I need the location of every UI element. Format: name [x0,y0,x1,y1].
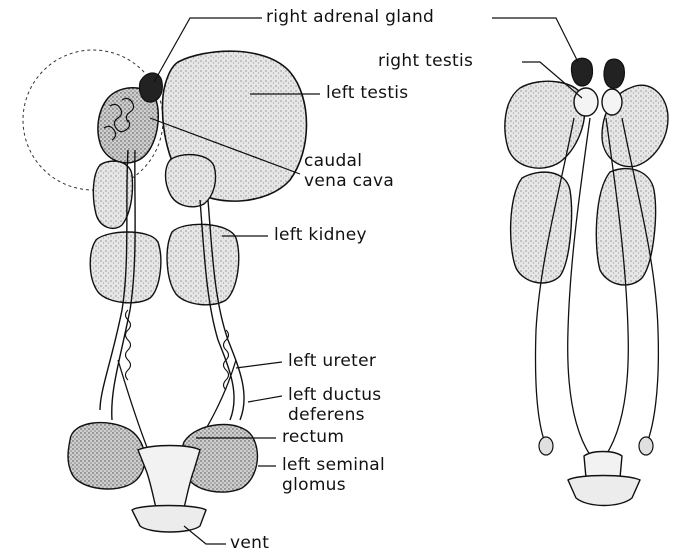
right-adrenal-gland-organ [139,73,162,102]
label-rectum: rectum [282,428,344,447]
right-ductus-coils [126,310,131,380]
right-figure-glomus-right [639,437,653,455]
label-left-seminal-glomus-line2: glomus [282,476,346,495]
label-right-testis: right testis [378,52,473,71]
right-figure-glomus-left [539,437,553,455]
label-left-kidney: left kidney [274,226,367,245]
left-testis-small [602,89,622,115]
label-left-ductus-deferens-line2: deferens [288,406,365,425]
label-left-ureter: left ureter [288,352,376,371]
right-figure-rectum [584,452,622,479]
leader-right-adrenal-gland-right [492,18,578,62]
leader-left-ureter [236,362,282,368]
label-right-adrenal-gland: right adrenal gland [266,8,434,27]
left-figure [23,50,307,532]
right-figure-vent [568,476,640,506]
right-figure-kidney-lower-left [511,172,572,283]
right-figure-adrenal-right [604,59,624,88]
right-seminal-glomus [68,423,145,489]
label-left-seminal-glomus-line1: left seminal [282,456,385,475]
leader-left-ductus-deferens [248,396,282,402]
label-caudal-vena-cava-line1: caudal [304,152,362,171]
label-left-ductus-deferens-line1: left ductus [288,386,381,405]
left-kidney-upper [166,155,216,207]
label-left-testis: left testis [326,84,408,103]
right-figure-adrenal-left [571,58,592,86]
rectum-organ [138,446,200,509]
right-figure-duct-left-inner [568,118,590,455]
right-figure [505,58,668,505]
vent-organ [132,506,206,533]
right-figure-kidney-lower-right [596,169,655,285]
right-testis-small [574,88,598,116]
label-caudal-vena-cava-line2: vena cava [304,172,394,191]
label-vent: vent [230,534,269,553]
